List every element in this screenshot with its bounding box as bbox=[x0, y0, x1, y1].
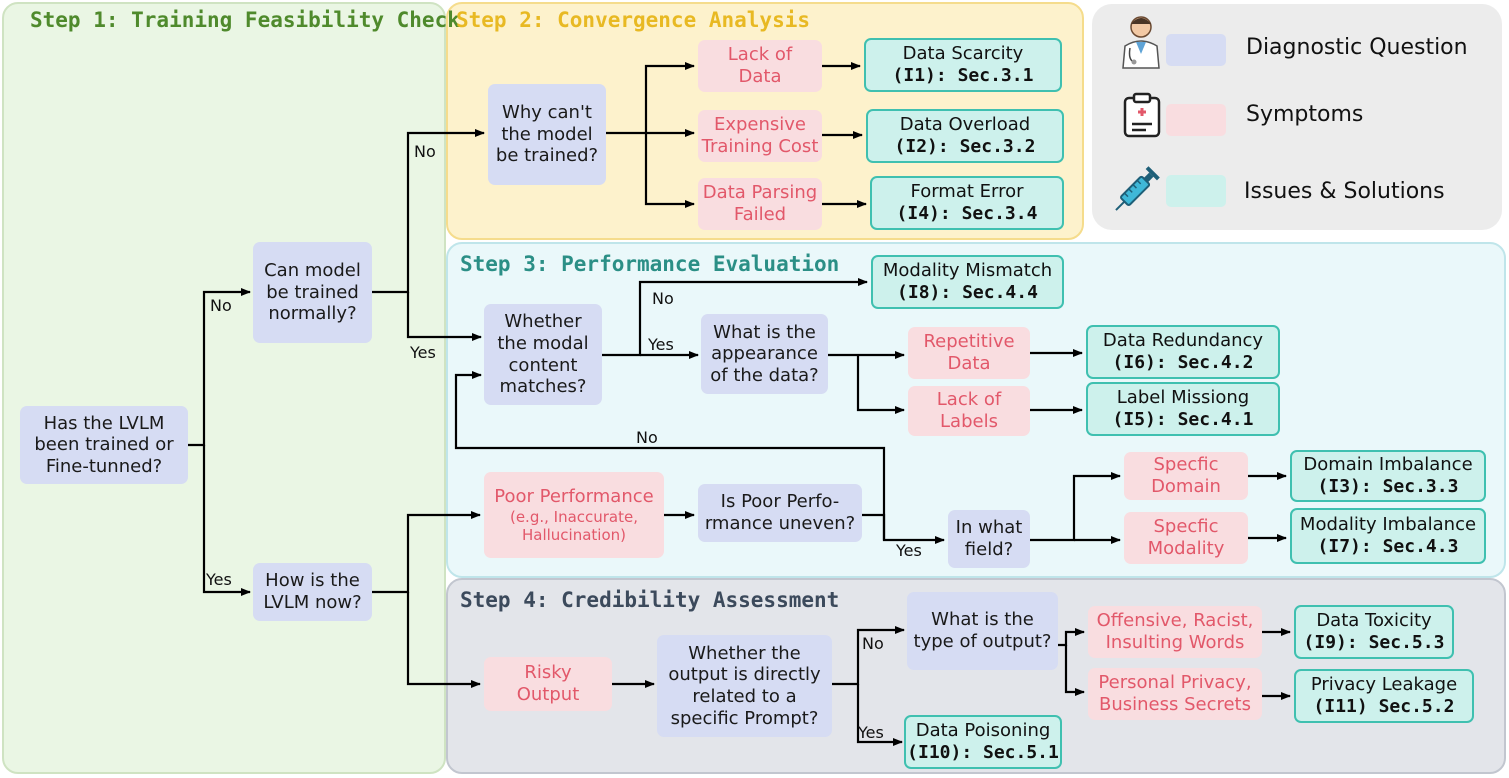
issue-data-scarcity: Data Scarcity(I1): Sec.3.1 bbox=[864, 38, 1062, 92]
issue-data-toxicity: Data Toxicity(I9): Sec.5.3 bbox=[1294, 605, 1454, 659]
edge-label-no: No bbox=[652, 289, 674, 308]
symptom-privacy-secrets: Personal Privacy,Business Secrets bbox=[1088, 668, 1262, 720]
legend-swatch-symptom bbox=[1166, 104, 1226, 136]
symptom-poor-performance: Poor Performance (e.g., Inaccurate, Hall… bbox=[484, 472, 664, 558]
step4-title: Step 4: Credibility Assessment bbox=[460, 588, 840, 612]
step1-panel bbox=[2, 2, 446, 774]
edge-label-no: No bbox=[210, 296, 232, 315]
symptom-offensive-words: Offensive, Racist,Insulting Words bbox=[1088, 606, 1262, 658]
doctor-icon bbox=[1122, 16, 1160, 69]
issue-data-poisoning: Data Poisoning(I10): Sec.5.1 bbox=[904, 715, 1062, 769]
clipboard-icon bbox=[1123, 92, 1161, 138]
step2-title: Step 2: Convergence Analysis bbox=[456, 8, 811, 32]
edge-label-yes: Yes bbox=[648, 335, 674, 354]
issue-privacy-leakage: Privacy Leakage(I11) Sec.5.2 bbox=[1294, 669, 1474, 723]
issue-format-error: Format Error(I4): Sec.3.4 bbox=[870, 176, 1064, 230]
legend-swatch-issue bbox=[1166, 175, 1226, 207]
edge-label-yes: Yes bbox=[410, 343, 436, 362]
issue-modality-imbalance: Modality Imbalance(I7): Sec.4.3 bbox=[1290, 508, 1486, 564]
edge-label-yes: Yes bbox=[858, 723, 884, 742]
legend-label-symptom: Symptoms bbox=[1246, 102, 1364, 127]
step1-title: Step 1: Training Feasibility Check bbox=[30, 8, 460, 32]
legend-swatch-question bbox=[1166, 34, 1226, 66]
issue-modality-mismatch: Modality Mismatch(I8): Sec.4.4 bbox=[871, 255, 1064, 309]
question-uneven: Is Poor Perfo-rmance uneven? bbox=[698, 484, 862, 542]
syringe-icon bbox=[1115, 166, 1160, 211]
edge-label-no: No bbox=[862, 634, 884, 653]
legend-label-question: Diagnostic Question bbox=[1246, 35, 1468, 60]
issue-data-overload: Data Overload(I2): Sec.3.2 bbox=[866, 109, 1064, 163]
edge-label-yes: Yes bbox=[206, 570, 232, 589]
issue-label-missing: Label Missiong(I5): Sec.4.1 bbox=[1086, 382, 1280, 436]
issue-data-redundancy: Data Redundancy(I6): Sec.4.2 bbox=[1086, 325, 1280, 379]
step3-title: Step 3: Performance Evaluation bbox=[460, 252, 840, 276]
edge-label-yes: Yes bbox=[896, 541, 922, 560]
edge-label-no: No bbox=[414, 142, 436, 161]
edge-label-no: No bbox=[636, 428, 658, 447]
issue-domain-imbalance: Domain Imbalance(I3): Sec.3.3 bbox=[1290, 450, 1486, 502]
legend-label-issue: Issues & Solutions bbox=[1244, 179, 1445, 204]
legend-panel bbox=[1092, 4, 1502, 230]
